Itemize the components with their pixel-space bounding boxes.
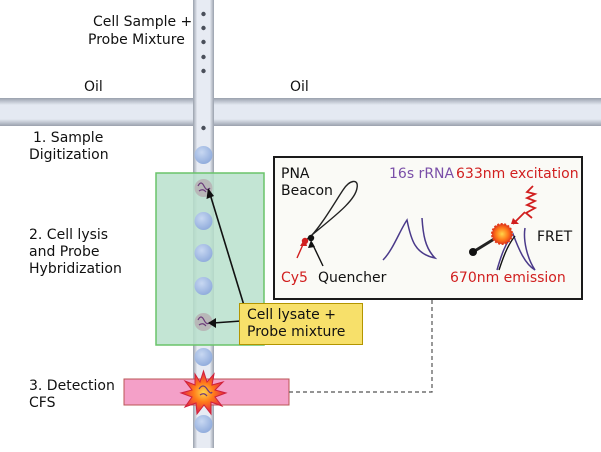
rrna-bound — [496, 227, 536, 271]
callout-box: Cell lysate + Probe mixture — [239, 303, 363, 345]
callout-line-2: Probe mixture — [247, 324, 346, 340]
inset-excitation: 633nm excitation — [456, 166, 579, 182]
label-step2-3: Hybridization — [29, 261, 122, 277]
detection-connector — [289, 300, 433, 393]
channel-nozzle — [197, 70, 210, 108]
label-step1-2: Digitization — [29, 147, 109, 163]
label-oil-right: Oil — [290, 79, 309, 95]
inset-panel: PNA Beacon 16s rRNA 633nm excitation Cy5… — [273, 156, 583, 300]
inset-emission: 670nm emission — [450, 270, 566, 286]
excitation-wave — [524, 185, 538, 219]
callout-arrows — [209, 193, 247, 324]
rrna-strand — [382, 217, 438, 261]
probe-dots — [201, 11, 206, 131]
droplets — [194, 146, 213, 433]
inset-rrna: 16s rRNA — [389, 166, 455, 182]
fret-fluorophore — [491, 223, 513, 245]
inset-fret: FRET — [537, 229, 573, 245]
label-oil-left: Oil — [84, 79, 103, 95]
label-step3-2: CFS — [29, 395, 56, 411]
detection-burst — [179, 369, 228, 416]
pna-beacon-shape — [304, 180, 358, 242]
label-sample-mixture-1: Cell Sample + — [93, 14, 193, 30]
callout-line-1: Cell lysate + — [247, 307, 336, 323]
label-step2-2: and Probe — [29, 244, 100, 260]
inset-drawing — [296, 180, 538, 271]
label-sample-mixture-2: Probe Mixture — [88, 32, 185, 48]
quencher-dot — [307, 234, 315, 242]
label-step1-1: 1. Sample — [33, 130, 104, 146]
oil-channel — [0, 98, 601, 126]
inset-beacon: Beacon — [281, 183, 333, 199]
label-step2-1: 2. Cell lysis — [29, 227, 109, 243]
inset-cy5: Cy5 — [281, 270, 308, 286]
cy5-dot — [301, 237, 309, 245]
inset-pna: PNA — [281, 166, 310, 182]
fret-quencher — [469, 248, 477, 256]
label-step3-1: 3. Detection — [29, 378, 115, 394]
inset-quencher: Quencher — [318, 270, 387, 286]
